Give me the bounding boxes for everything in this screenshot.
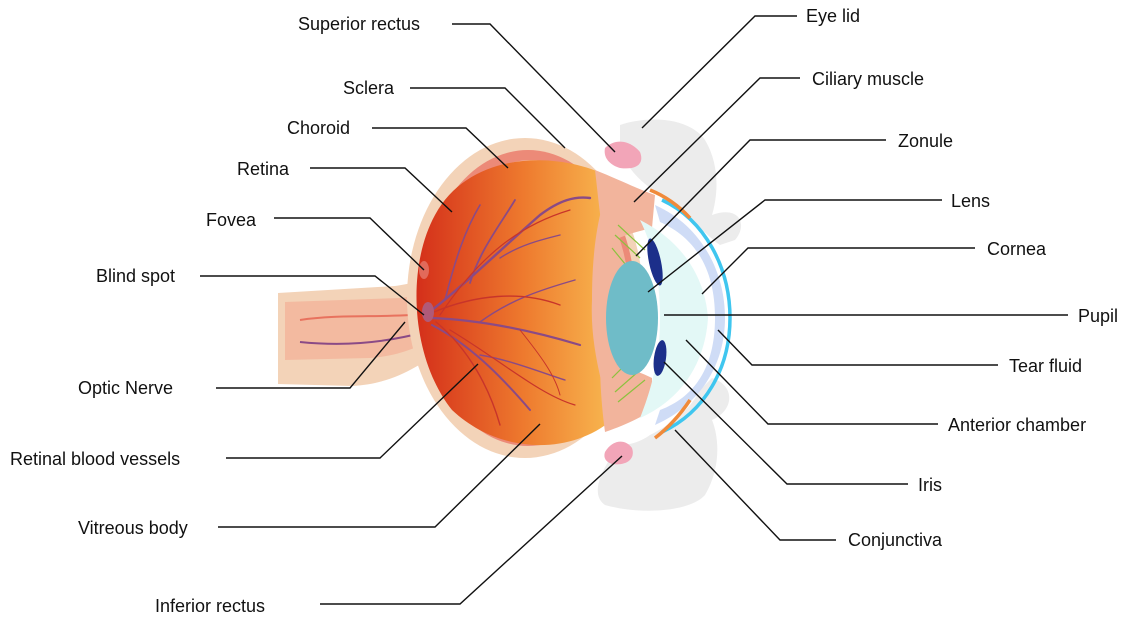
label-retinal-blood-vessels: Retinal blood vessels [10,449,180,469]
label-retina: Retina [237,159,290,179]
label-zonule: Zonule [898,131,953,151]
label-optic-nerve: Optic Nerve [78,378,173,398]
leader-cornea [702,248,975,294]
leader-sclera [410,88,565,148]
label-lens: Lens [951,191,990,211]
label-superior-rectus: Superior rectus [298,14,420,34]
label-choroid: Choroid [287,118,350,138]
lens-shape [606,261,658,375]
leader-tear-fluid [718,330,998,365]
inferior-rectus-shape [604,442,632,465]
labels-right: Eye lid Ciliary muscle Zonule Lens Corne… [806,6,1118,550]
leader-inferior-rectus [320,456,622,604]
label-blind-spot: Blind spot [96,266,175,286]
leader-eye-lid [642,16,797,128]
label-cornea: Cornea [987,239,1047,259]
label-conjunctiva: Conjunctiva [848,530,943,550]
label-fovea: Fovea [206,210,257,230]
label-ciliary-muscle: Ciliary muscle [812,69,924,89]
label-tear-fluid: Tear fluid [1009,356,1082,376]
label-anterior-chamber: Anterior chamber [948,415,1086,435]
leader-fovea [274,218,424,270]
blind-spot-disc [422,302,434,322]
label-vitreous-body: Vitreous body [78,518,188,538]
label-sclera: Sclera [343,78,395,98]
label-iris: Iris [918,475,942,495]
label-pupil: Pupil [1078,306,1118,326]
label-inferior-rectus: Inferior rectus [155,596,265,616]
label-eye-lid: Eye lid [806,6,860,26]
